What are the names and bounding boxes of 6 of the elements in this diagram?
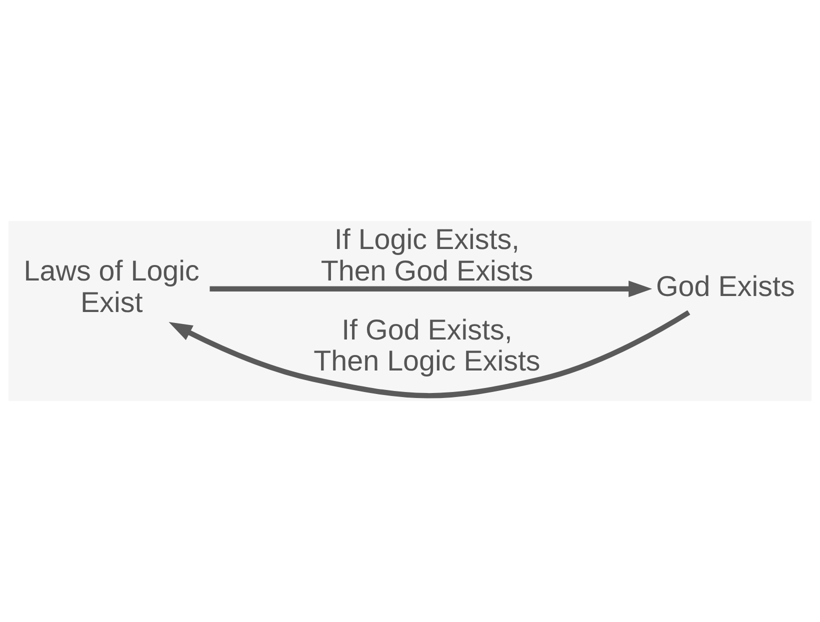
arrow: [210, 280, 652, 298]
node-text: God Exists: [656, 271, 795, 304]
arrow: [168, 310, 690, 398]
node-text: Laws of Logic Exist: [24, 256, 200, 319]
edge-label: If God Exists, Then Logic Exists: [314, 314, 540, 378]
edge-label: If Logic Exists, Then God Exists: [320, 224, 534, 288]
